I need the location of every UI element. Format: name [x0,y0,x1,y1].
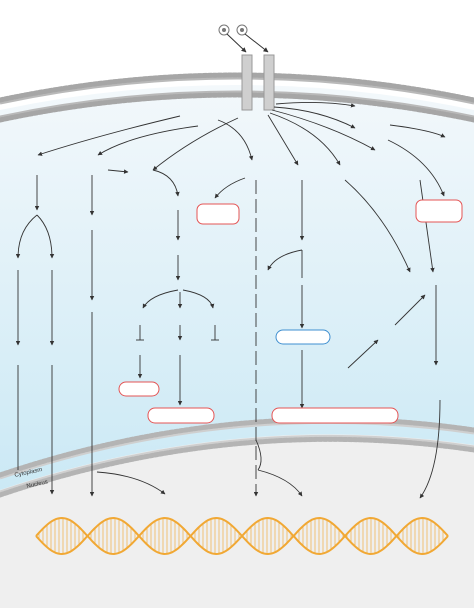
receptor-channel-icon [241,54,275,111]
dna-strand [35,516,449,556]
ligand-circle-icon [218,24,269,53]
node-blue-1 [275,329,331,345]
plasma-membrane [0,72,474,123]
cytoplasm-region [0,85,474,490]
dna-helix-icon [35,516,449,556]
nuclear-envelope [0,416,474,498]
node-red-2 [415,199,463,223]
node-red-1 [196,203,240,225]
node-red-4 [147,407,215,424]
node-red-5 [271,407,399,424]
signal-arrows [15,101,446,499]
nucleus-region [0,434,474,608]
node-red-3 [118,381,160,397]
pathway-nodes [118,199,463,424]
